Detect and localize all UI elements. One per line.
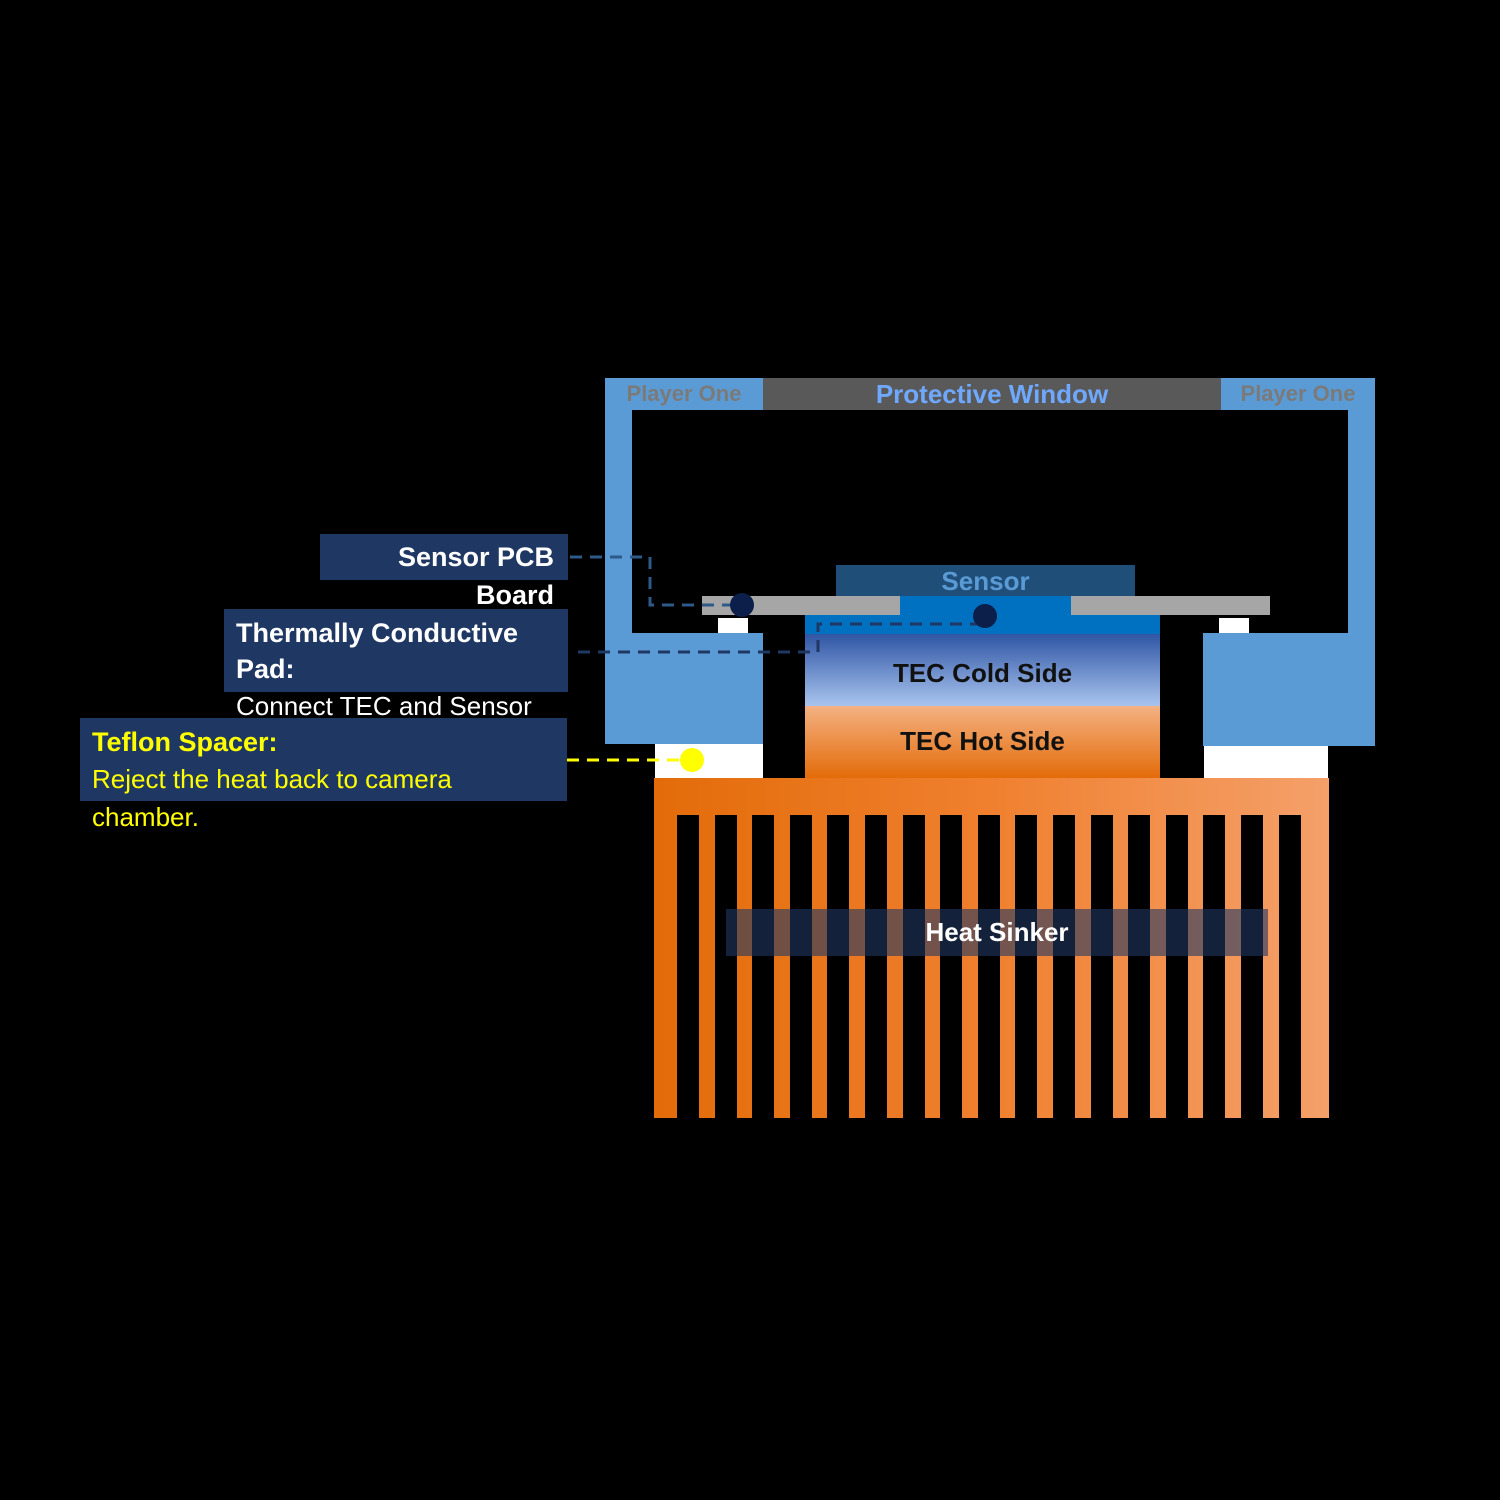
callout-sensor-pcb: Sensor PCB Board xyxy=(320,534,568,610)
heat-sink-fin-gap xyxy=(977,815,1000,1118)
heat-sinker-label-band xyxy=(726,909,1268,956)
callout-thermal-pad-title: Thermally Conductive Pad: xyxy=(236,618,519,684)
heat-sink-fin-gap xyxy=(789,815,812,1118)
callout-teflon-spacer: Teflon Spacer: Reject the heat back to c… xyxy=(80,718,567,832)
teflon-spacer-right xyxy=(1204,746,1328,778)
sensor-label: Sensor xyxy=(941,566,1030,596)
heat-sink-fin-gap xyxy=(677,815,699,1118)
pad-connector-dot xyxy=(973,604,997,628)
brand-label-left: Player One xyxy=(626,381,742,406)
callout-thermal-pad: Thermally Conductive Pad: Connect TEC an… xyxy=(224,609,568,721)
protective-window xyxy=(763,378,1221,410)
housing-right-block xyxy=(1203,633,1375,746)
heat-sink-fin-gap xyxy=(1015,815,1038,1118)
callout-sensor-pcb-title: Sensor PCB Board xyxy=(397,542,554,610)
heat-sink-fin-gap xyxy=(752,815,775,1118)
callout-teflon-spacer-subtitle: Reject the heat back to camera chamber. xyxy=(92,764,452,832)
pcb-connector-line xyxy=(570,555,742,607)
sensor-body xyxy=(836,565,1135,597)
protective-window-label: Protective Window xyxy=(875,379,1109,409)
tec-hot-side-label: TEC Hot Side xyxy=(900,726,1065,756)
heat-sink-fin-gap xyxy=(1128,815,1151,1118)
housing-right-wall xyxy=(1348,378,1375,638)
heat-sink-fin-gap xyxy=(1053,815,1075,1118)
heat-sink-fin-gap xyxy=(1278,815,1301,1118)
housing-top-left xyxy=(605,378,763,410)
heat-sink-fin-gap xyxy=(1090,815,1113,1118)
tec-cold-side-label: TEC Cold Side xyxy=(892,658,1073,688)
heat-sink-fin-gap xyxy=(714,815,737,1118)
tec-hot-side xyxy=(805,706,1160,778)
callout-thermal-pad-subtitle: Connect TEC and Sensor xyxy=(236,691,532,721)
heat-sink-fin-gap xyxy=(1165,815,1188,1118)
standoff-right xyxy=(1219,618,1249,633)
heat-sinker-label: Heat Sinker xyxy=(925,917,1069,947)
teflon-connector-dot xyxy=(680,748,704,772)
tec-cold-side xyxy=(805,634,1160,706)
callout-teflon-spacer-title: Teflon Spacer: xyxy=(92,727,278,757)
heat-sink-fin-gap xyxy=(940,815,963,1118)
housing-top-right xyxy=(1221,378,1375,410)
brand-label-right: Player One xyxy=(1240,381,1356,406)
heat-sink-fin-gap xyxy=(865,815,887,1118)
pcb-connector-dot xyxy=(730,593,754,617)
housing-left-wall xyxy=(605,378,632,638)
pcb-board-right xyxy=(1071,596,1270,615)
heat-sink-fin-gap xyxy=(827,815,850,1118)
heat-sink-fin-gap xyxy=(902,815,925,1118)
pad-connector-line xyxy=(578,622,985,654)
heat-sink-fin-gap xyxy=(1203,815,1226,1118)
heat-sink-fin-gap xyxy=(1241,815,1263,1118)
standoff-left xyxy=(718,618,748,633)
